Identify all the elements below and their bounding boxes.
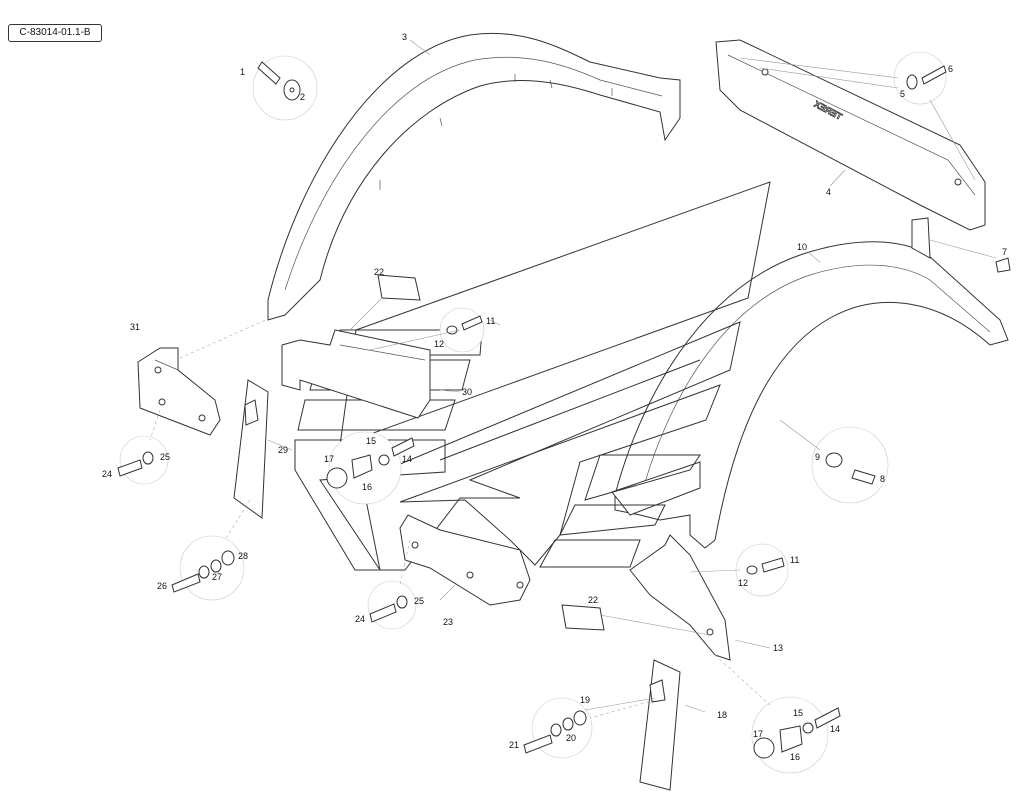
fastener-group-8-9 [811,426,889,504]
callout-5: 5 [900,89,905,99]
callout-17-right: 17 [753,729,763,739]
callout-4: 4 [826,187,831,197]
fastener-group-1-2 [252,55,318,121]
callout-13: 13 [773,643,783,653]
callout-24-middle: 24 [355,614,365,624]
callout-7: 7 [1002,247,1007,257]
fastener-group-11-12-bottom [735,543,789,597]
callout-14-right: 14 [830,724,840,734]
fastener-group-11-12-top [439,307,485,353]
callout-23: 23 [443,617,453,627]
callout-28: 28 [238,551,248,561]
part-rubber-block-bottom [561,604,605,631]
part-inner-bracket [281,329,431,419]
callout-15-left: 15 [366,436,376,446]
callout-16-right: 16 [790,752,800,762]
fastener-group-5-6 [893,51,947,105]
callout-17-left: 17 [324,454,334,464]
callout-3: 3 [402,32,407,42]
part-rubber-block-top [377,274,421,301]
callout-1: 1 [240,67,245,77]
part-rear-fender-right [611,217,1009,549]
callout-22-top: 22 [374,267,384,277]
part-bracket-right [629,534,731,661]
callout-31: 31 [130,322,140,332]
callout-25-left: 25 [160,452,170,462]
part-rear-fender-left [267,32,681,321]
fastener-group-24-25-left [117,435,169,485]
callout-24-left: 24 [102,469,112,479]
callout-8: 8 [880,474,885,484]
callout-labels: 3 1 2 6 5 4 7 10 9 8 11 12 11 12 13 14 1… [102,32,1007,762]
part-step-bracket [399,514,531,606]
drawing-reference-code: C-83014-01.1-B [8,24,102,42]
callout-20: 20 [566,733,576,743]
callout-29: 29 [278,445,288,455]
part-mud-flap-right [639,659,681,791]
callout-25-middle: 25 [414,596,424,606]
callout-10: 10 [797,242,807,252]
callout-16-left: 16 [362,482,372,492]
callout-22-bottom: 22 [588,595,598,605]
callout-9: 9 [815,452,820,462]
fastener-group-24-25-middle [367,580,417,630]
callout-15-right: 15 [793,708,803,718]
callout-18: 18 [717,710,727,720]
fastener-group-7 [995,257,1011,273]
callout-14-left: 14 [402,454,412,464]
fastener-group-14-17-right [751,696,841,774]
leader-lines [149,39,997,719]
callout-11-top: 11 [486,316,495,326]
part-terex-panel: TEREX [715,39,986,231]
part-bracket-left [137,347,221,436]
callout-27: 27 [212,572,222,582]
callout-19: 19 [580,695,590,705]
callout-12-bottom: 12 [738,578,748,588]
callout-2: 2 [300,92,305,102]
fastener-group-14-17-left [326,431,415,505]
callout-21: 21 [509,740,519,750]
callout-26: 26 [157,581,167,591]
callout-11-bottom: 11 [790,555,799,565]
callout-30: 30 [462,387,472,397]
fastener-group-19-21 [523,697,593,759]
part-mud-flap-left [233,379,269,519]
callout-12-top: 12 [434,339,444,349]
callout-6: 6 [948,64,953,74]
fastener-group-26-28 [171,535,245,601]
